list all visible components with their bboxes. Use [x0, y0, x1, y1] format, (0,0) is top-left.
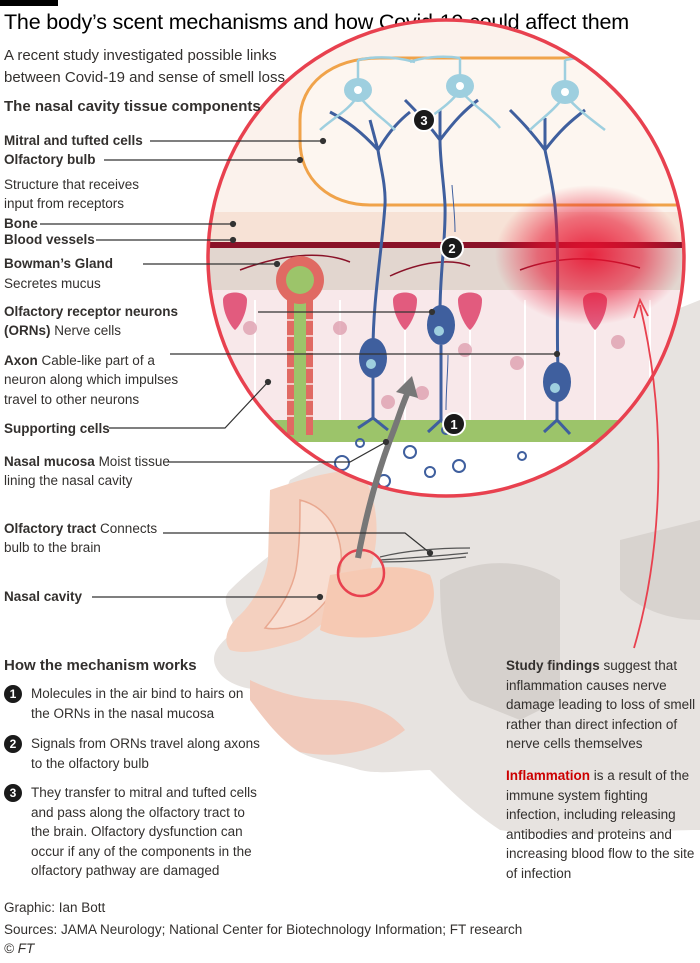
copyright: © FT	[4, 941, 35, 956]
label-orn: Olfactory receptor neurons	[4, 304, 179, 319]
bulb-desc-2: input from receptors	[4, 196, 125, 211]
marker-3-text: 3	[420, 113, 427, 128]
inflammation-note: Inflammation is a result of the immune s…	[506, 766, 700, 883]
step-3-text: They transfer to mitral and tufted cells…	[31, 785, 257, 878]
inflammation-lead: Inflammation	[506, 768, 591, 783]
mechanism-step-1: 1 Molecules in the air bind to hairs on …	[4, 684, 254, 726]
label-bowmans-gland: Bowman’s Gland	[4, 256, 114, 271]
olfactory-bulb-outline	[298, 56, 684, 207]
marker-2-text: 2	[448, 241, 455, 256]
marker-1-text: 1	[450, 417, 457, 432]
axon-desc-3: travel to other neurons	[4, 392, 140, 407]
graphic-credit: Graphic: Ian Bott	[4, 900, 106, 915]
step-1-text: Molecules in the air bind to hairs on th…	[31, 686, 244, 721]
findings-lead: Study findings	[506, 658, 600, 673]
step-2-text: Signals from ORNs travel along axons to …	[31, 736, 260, 771]
marker-3: 3	[412, 108, 436, 132]
label-orn-2: (ORNs) Nerve cells	[4, 323, 122, 338]
ft-brand-bar	[0, 0, 58, 6]
step-2-badge: 2	[4, 735, 22, 753]
gland-desc: Secretes mucus	[4, 276, 101, 291]
bowmans-gland	[276, 256, 324, 435]
olfactory-tract	[379, 547, 471, 563]
mechanism-step-3: 3 They transfer to mitral and tufted cel…	[4, 783, 257, 899]
findings-text: suggest that inflammation causes nerve d…	[506, 658, 696, 751]
label-bone: Bone	[4, 216, 38, 231]
label-olfactory-bulb: Olfactory bulb	[4, 152, 96, 167]
label-blood-vessels: Blood vessels	[4, 232, 95, 247]
marker-2: 2	[440, 236, 464, 260]
mechanism-step-2: 2 Signals from ORNs travel along axons t…	[4, 734, 260, 776]
inflammation-pointer	[633, 304, 660, 649]
page-title: The body’s scent mechanisms and how Covi…	[4, 10, 629, 34]
tract-desc-2: bulb to the brain	[4, 540, 101, 555]
mucosa-desc-2: lining the nasal cavity	[4, 473, 133, 488]
axon-desc-2: neuron along which impulses	[4, 372, 179, 387]
leader-lines	[40, 137, 561, 601]
bulb-desc-1: Structure that receives	[4, 177, 140, 192]
zoom-arrow	[355, 390, 411, 559]
label-axon: Axon Cable-like part of a	[4, 353, 155, 368]
marker-1: 1	[442, 412, 466, 436]
label-supporting-cells: Supporting cells	[4, 421, 110, 436]
components-heading: The nasal cavity tissue components	[4, 98, 261, 115]
step-3-badge: 3	[4, 784, 22, 802]
intro-text: A recent study investigated possible lin…	[4, 47, 285, 86]
mechanism-heading: How the mechanism works	[4, 657, 197, 674]
label-olfactory-tract: Olfactory tract Connects	[4, 521, 158, 536]
study-findings: Study findings suggest that inflammation…	[506, 656, 700, 754]
sources-credit: Sources: JAMA Neurology; National Center…	[4, 922, 523, 937]
inflammation-area	[495, 185, 684, 325]
label-nasal-mucosa: Nasal mucosa Moist tissue	[4, 454, 170, 469]
label-nasal-cavity: Nasal cavity	[4, 589, 83, 604]
label-mitral: Mitral and tufted cells	[4, 133, 143, 148]
inflammation-text: is a result of the immune system fightin…	[506, 768, 695, 881]
step-1-badge: 1	[4, 685, 22, 703]
magnified-circle-outline	[206, 18, 686, 498]
